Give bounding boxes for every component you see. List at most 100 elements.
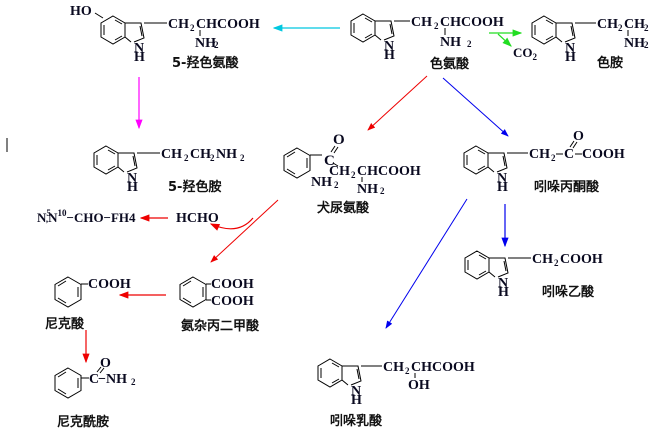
svg-text:2: 2 — [405, 366, 410, 376]
svg-text:CHCOOH: CHCOOH — [196, 17, 260, 32]
svg-text:C: C — [89, 372, 99, 387]
svg-text:H: H — [351, 393, 362, 408]
indole-ring — [531, 15, 576, 45]
svg-text:O: O — [100, 356, 111, 371]
arrow-kynurenine-to-quinolinic — [210, 199, 279, 263]
svg-text:COOH: COOH — [211, 294, 254, 309]
svg-text:O: O — [573, 129, 584, 144]
svg-text:H: H — [134, 50, 145, 65]
compound-tryptophan: CH 2 CHCOOH NH 2 N H 色氨酸 — [350, 13, 504, 72]
svg-text:CHCOOH: CHCOOH — [411, 360, 475, 375]
arrow-trp-to-indolepyruvic — [442, 77, 509, 137]
compound-quinolinic-acid: COOH COOH 氨杂丙二甲酸 — [179, 276, 260, 334]
compound-name: 犬尿氨酸 — [317, 200, 370, 216]
svg-text:COOH: COOH — [88, 277, 131, 292]
svg-text:2: 2 — [214, 40, 219, 50]
svg-text:C: C — [564, 147, 574, 162]
svg-text:2: 2 — [351, 170, 356, 180]
svg-text:CH: CH — [168, 17, 189, 32]
indole-ring — [464, 250, 509, 280]
indole-ring — [463, 145, 508, 175]
compound-name: 色胺 — [597, 55, 623, 71]
svg-text:2: 2 — [184, 153, 189, 163]
svg-text:N: N — [384, 39, 394, 54]
svg-text:CH: CH — [529, 147, 550, 162]
svg-text:C: C — [324, 153, 335, 169]
svg-text:CH: CH — [383, 360, 404, 375]
svg-text:H: H — [498, 285, 509, 300]
svg-text:N: N — [498, 276, 508, 291]
svg-text:NH: NH — [311, 175, 332, 190]
compound-name: 吲哚丙酮酸 — [534, 179, 600, 195]
arrow-co2-release — [497, 33, 512, 47]
svg-text:2: 2 — [554, 258, 559, 268]
compound-name: 5-羟色氨酸 — [172, 55, 239, 71]
svg-text:CHCOOH: CHCOOH — [440, 15, 504, 30]
compound-name: 吲哚乳酸 — [330, 413, 383, 429]
indole-ring — [93, 145, 138, 175]
svg-text:2: 2 — [131, 377, 136, 387]
svg-text:2: 2 — [551, 153, 556, 163]
svg-text:2: 2 — [190, 23, 195, 33]
svg-text:H: H — [127, 180, 138, 195]
svg-text:2: 2 — [380, 186, 385, 196]
svg-text:CH: CH — [190, 147, 211, 162]
svg-text:N: N — [134, 41, 144, 56]
svg-text:H: H — [384, 48, 395, 63]
svg-text:2: 2 — [644, 40, 649, 50]
svg-text:CH: CH — [532, 252, 553, 267]
svg-text:H: H — [565, 50, 576, 65]
svg-text:CH: CH — [624, 17, 645, 32]
compound-serotonin: CH 2 CH 2 NH 2 N H 5-羟色胺 — [93, 145, 245, 195]
svg-text:H: H — [497, 180, 508, 195]
svg-text:N: N — [127, 171, 137, 186]
co2-label: CO2 — [513, 45, 538, 62]
svg-text:COOH: COOH — [211, 277, 254, 292]
svg-text:O: O — [333, 132, 345, 148]
compound-tryptamine: CH 2 CH 2 NH 2 N H 色胺 — [531, 15, 649, 71]
svg-text:HO: HO — [70, 4, 92, 19]
svg-text:NH: NH — [357, 182, 378, 197]
svg-text:NH: NH — [624, 36, 645, 51]
compound-indoleacetic-acid: CH 2 COOH N H 吲哚乙酸 — [464, 250, 603, 300]
svg-text:−NH: −NH — [98, 372, 127, 387]
svg-text:NH: NH — [216, 147, 237, 162]
indole-ring — [350, 13, 395, 43]
svg-text:OH: OH — [408, 378, 430, 393]
svg-text:CH: CH — [597, 17, 618, 32]
compound-name: 5-羟色胺 — [168, 179, 221, 195]
svg-text:2: 2 — [434, 21, 439, 31]
svg-text:CH: CH — [329, 164, 350, 179]
arrow-hcho-release — [209, 217, 254, 231]
n5-n10-formyl-fh4: N5,N10−CHO−FH4 — [37, 208, 136, 225]
svg-text:N: N — [565, 41, 575, 56]
indole-ring — [100, 15, 145, 45]
benzene-ring — [283, 147, 311, 179]
compound-name: 尼克酸 — [45, 316, 85, 332]
svg-text:NH: NH — [195, 36, 216, 51]
compound-5-hydroxytryptophan: HO CH 2 CHCOOH NH 2 N H 5-羟色氨酸 — [70, 4, 260, 71]
svg-text:COOH: COOH — [560, 252, 603, 267]
svg-text:COOH: COOH — [582, 147, 625, 162]
arrow-trp-to-kynurenine — [367, 75, 428, 131]
svg-text:2: 2 — [467, 39, 472, 49]
arrow-indolepyruvic-to-indolelactic — [385, 198, 468, 329]
indole-ring — [317, 358, 362, 388]
compound-name: 吲哚乙酸 — [542, 284, 595, 300]
svg-text:2: 2 — [210, 153, 215, 163]
svg-text:N: N — [351, 384, 361, 399]
compound-indolelactic-acid: CH 2 CHCOOH OH N H 吲哚乳酸 — [317, 358, 475, 429]
benzene-ring — [179, 276, 207, 308]
formaldehyde: HCHO — [176, 211, 219, 226]
svg-text:2: 2 — [240, 153, 245, 163]
benzene-ring — [54, 367, 82, 399]
svg-text:CHCOOH: CHCOOH — [357, 164, 421, 179]
svg-text:CH: CH — [161, 147, 182, 162]
compound-nicotinic-acid: COOH 尼克酸 — [45, 276, 131, 332]
svg-text:2: 2 — [618, 23, 623, 33]
compound-kynurenine: C O CH 2 CHCOOH NH 2 NH 2 犬尿氨酸 — [283, 132, 421, 216]
svg-text:N: N — [497, 171, 507, 186]
svg-text:2: 2 — [644, 23, 649, 33]
chain: CH — [411, 15, 432, 30]
